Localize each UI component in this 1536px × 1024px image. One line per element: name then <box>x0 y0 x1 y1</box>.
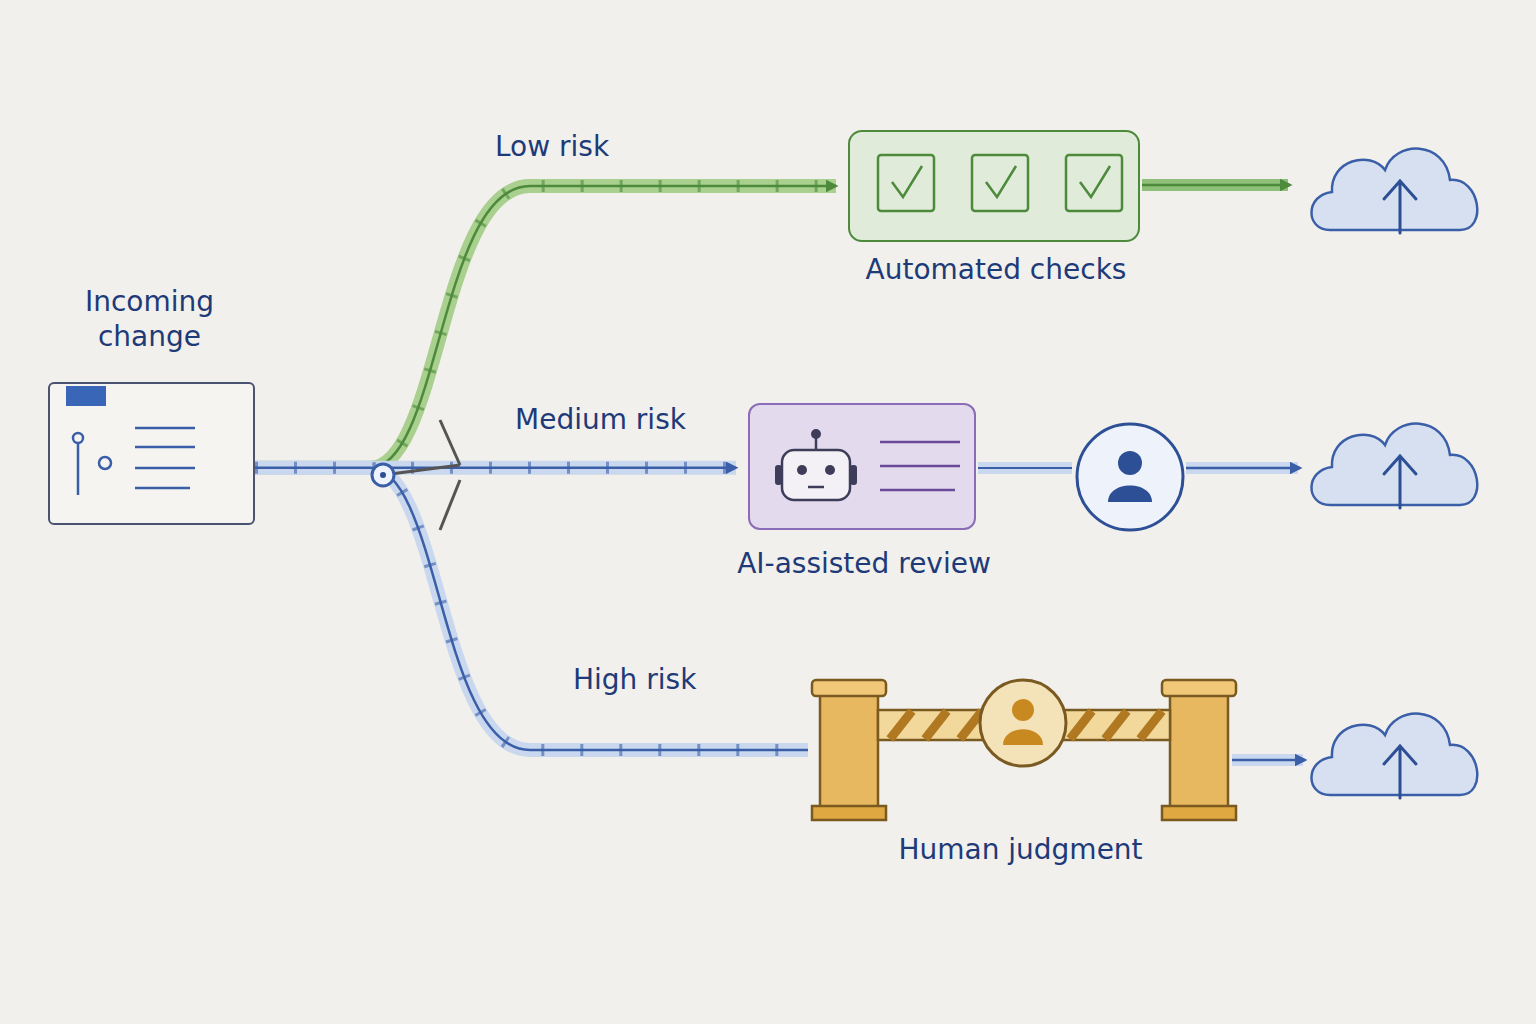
review-lines <box>880 442 960 490</box>
deploy-cloud <box>1311 424 1477 508</box>
gate-track <box>1232 754 1303 766</box>
deploy-track <box>1186 462 1298 474</box>
node-label: Incoming change <box>62 284 237 354</box>
deploy-arrow <box>1186 467 1300 470</box>
junction-switch <box>372 420 460 530</box>
reviewer-circle <box>1077 424 1183 530</box>
track-ties <box>255 468 808 750</box>
track-bed <box>255 468 808 750</box>
ai-review-box: AI-assisted review <box>748 403 976 530</box>
node-label: Human judgment <box>808 832 1233 867</box>
deploy-cloud <box>1311 149 1477 233</box>
human-gate: Human judgment <box>808 676 1233 824</box>
card-tab <box>66 386 106 406</box>
deploy-cloud <box>1311 714 1477 798</box>
pass-arrow-body <box>1142 179 1288 191</box>
review-track <box>978 462 1072 474</box>
node-label: Automated checks <box>820 252 1172 287</box>
track-connector <box>255 468 808 750</box>
gate-arrow <box>1232 759 1305 762</box>
robot-icon <box>775 429 857 500</box>
checks-box: Automated checks <box>848 130 1140 242</box>
review-track-line <box>978 467 1072 469</box>
track-line <box>255 468 808 750</box>
risk-label: Low risk <box>495 130 609 163</box>
branch-icon <box>73 428 195 495</box>
risk-label: High risk <box>573 663 696 696</box>
change-card: Incoming change <box>48 382 255 525</box>
gate-barrier <box>812 680 1236 820</box>
risk-label: Medium risk <box>515 403 686 436</box>
node-label: AI-assisted review <box>710 546 1018 581</box>
checkbox-icons <box>878 155 1122 211</box>
pass-arrow <box>1142 184 1290 187</box>
